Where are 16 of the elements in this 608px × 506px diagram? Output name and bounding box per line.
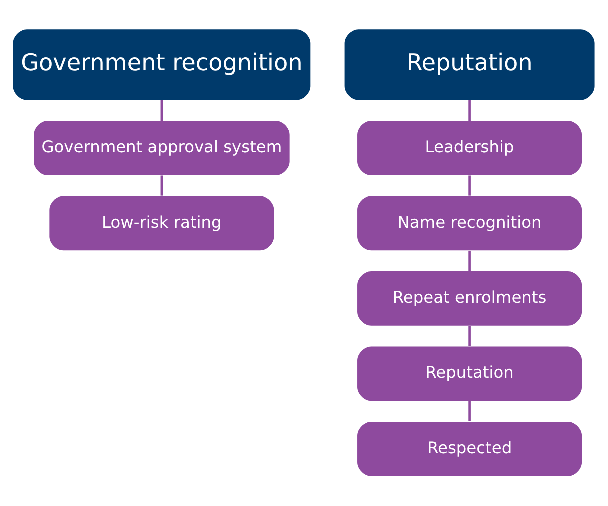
connector — [468, 326, 471, 346]
node-box: Government approval system — [34, 121, 290, 176]
connector — [468, 250, 471, 272]
node-box: Government recognition — [13, 30, 311, 100]
connector — [468, 176, 471, 196]
node-box: Leadership — [358, 121, 582, 176]
connector — [160, 176, 164, 196]
node-box: Name recognition — [358, 196, 582, 251]
node-box: Reputation — [344, 30, 595, 100]
node-box: Respected — [358, 422, 582, 476]
connector — [468, 100, 471, 122]
node-box: Low-risk rating — [50, 196, 274, 251]
node-box: Reputation — [358, 346, 582, 402]
connector — [468, 401, 471, 422]
connector — [160, 100, 164, 122]
node-box: Repeat enrolments — [358, 272, 582, 326]
